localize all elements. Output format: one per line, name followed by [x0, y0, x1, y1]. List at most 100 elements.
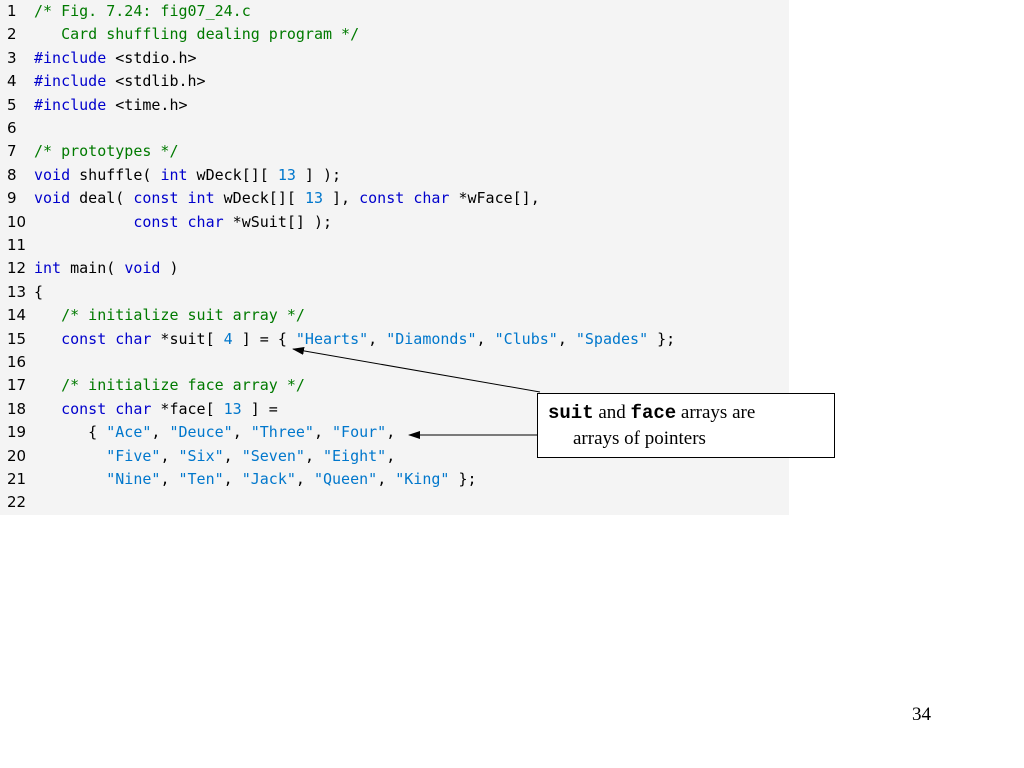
- code-token: "Hearts": [295, 329, 369, 348]
- code-token: *wFace[],: [449, 189, 540, 208]
- line-number: 9: [7, 189, 17, 208]
- code-token: "Five": [106, 446, 161, 465]
- callout-term-face: face: [630, 402, 677, 424]
- callout-and: and: [598, 402, 626, 423]
- line-number: 4: [7, 72, 17, 91]
- code-token: #include: [34, 48, 107, 67]
- code-token: const: [133, 212, 179, 231]
- line-number: 17: [7, 376, 27, 395]
- code-token: ,: [151, 423, 170, 442]
- code-text: Card shuffling dealing program */: [34, 23, 359, 46]
- code-token: "Queen": [313, 470, 378, 488]
- code-token: "Seven": [241, 446, 305, 465]
- line-number: 11: [7, 236, 27, 254]
- code-token: 13: [277, 165, 296, 184]
- code-token: const: [61, 329, 107, 348]
- line-number: 18: [7, 399, 27, 418]
- line-number: 7: [7, 142, 17, 161]
- code-token: int: [160, 165, 188, 184]
- code-token: "Jack": [241, 470, 296, 488]
- code-token: ,: [386, 423, 396, 442]
- code-token: "Six": [178, 446, 224, 465]
- code-token: ,: [377, 470, 396, 488]
- code-token: };: [648, 329, 676, 348]
- code-token: /* Fig. 7.24: fig07_24.c: [34, 2, 251, 20]
- code-token: {: [34, 282, 44, 301]
- code-token: "Ace": [106, 423, 152, 442]
- code-text: { "Ace", "Deuce", "Three", "Four",: [34, 421, 395, 444]
- code-token: const: [133, 189, 179, 208]
- code-text: const char *face[ 13 ] =: [34, 398, 278, 421]
- code-token: /* initialize suit array */: [61, 306, 305, 325]
- code-text: /* initialize face array */: [34, 374, 305, 397]
- code-token: ] );: [295, 165, 342, 184]
- line-number: 22: [7, 493, 27, 512]
- code-token: ): [160, 259, 179, 278]
- code-token: ,: [223, 446, 242, 465]
- code-text: void deal( const int wDeck[][ 13 ], cons…: [34, 187, 540, 210]
- line-number: 10: [7, 212, 27, 231]
- code-token: "Nine": [106, 470, 161, 488]
- line-number: 19: [7, 423, 27, 442]
- line-number: 1: [7, 2, 17, 20]
- callout-line-2: arrays of pointers: [573, 428, 706, 449]
- code-token: "Deuce": [169, 423, 233, 442]
- code-text: void shuffle( int wDeck[][ 13 ] );: [34, 164, 341, 187]
- code-text: const char *wSuit[] );: [34, 211, 332, 234]
- code-token: ] =: [241, 399, 278, 418]
- code-token: void: [124, 259, 161, 278]
- line-number: 21: [7, 470, 27, 488]
- code-token: "Four": [332, 423, 387, 442]
- line-number: 14: [7, 306, 27, 325]
- code-token: *face[: [151, 399, 224, 418]
- code-token: void: [34, 189, 71, 208]
- code-token: ,: [304, 446, 323, 465]
- code-token: "Eight": [323, 446, 387, 465]
- code-token: ,: [160, 446, 179, 465]
- code-token: deal(: [70, 189, 134, 208]
- line-number: 3: [7, 48, 17, 67]
- code-token: ,: [160, 470, 179, 488]
- code-text: /* prototypes */: [34, 140, 179, 163]
- code-token: *wSuit[] );: [223, 212, 333, 231]
- code-token: };: [449, 470, 477, 488]
- code-text: {: [34, 281, 43, 304]
- code-token: shuffle(: [70, 165, 161, 184]
- code-token: "King": [395, 470, 450, 488]
- code-token: "Clubs": [494, 329, 558, 348]
- line-number: 6: [7, 119, 17, 137]
- code-token: Card shuffling dealing program */: [34, 25, 360, 44]
- code-token: 13: [223, 399, 242, 418]
- code-token: char: [413, 189, 450, 208]
- code-token: #include: [34, 95, 107, 114]
- code-token: 4: [223, 329, 233, 348]
- code-token: <stdlib.h>: [106, 72, 206, 91]
- callout-note: suit and face arrays are arrays of point…: [537, 393, 835, 458]
- page-number: 34: [912, 704, 931, 725]
- code-token: int: [34, 259, 62, 278]
- code-token: char: [115, 399, 152, 418]
- code-token: <stdio.h>: [106, 48, 197, 67]
- code-token: <time.h>: [106, 95, 188, 114]
- line-number: 8: [7, 165, 17, 184]
- code-token: ,: [386, 446, 396, 465]
- code-token: ,: [476, 329, 495, 348]
- code-token: *suit[: [151, 329, 224, 348]
- code-token: /* prototypes */: [34, 142, 179, 161]
- line-number: 13: [7, 282, 27, 301]
- code-token: const: [359, 189, 405, 208]
- line-number: 16: [7, 353, 27, 371]
- arrow-to-suit-array: [292, 346, 541, 393]
- code-text: /* Fig. 7.24: fig07_24.c: [34, 0, 251, 23]
- code-text: /* initialize suit array */: [34, 304, 305, 327]
- code-token: 13: [304, 189, 323, 208]
- code-text: #include <stdlib.h>: [34, 70, 206, 93]
- callout-term-suit: suit: [548, 402, 594, 424]
- code-token: ,: [313, 423, 333, 442]
- code-token: #include: [34, 72, 107, 91]
- code-token: "Spades": [575, 329, 649, 348]
- code-token: ,: [223, 470, 242, 488]
